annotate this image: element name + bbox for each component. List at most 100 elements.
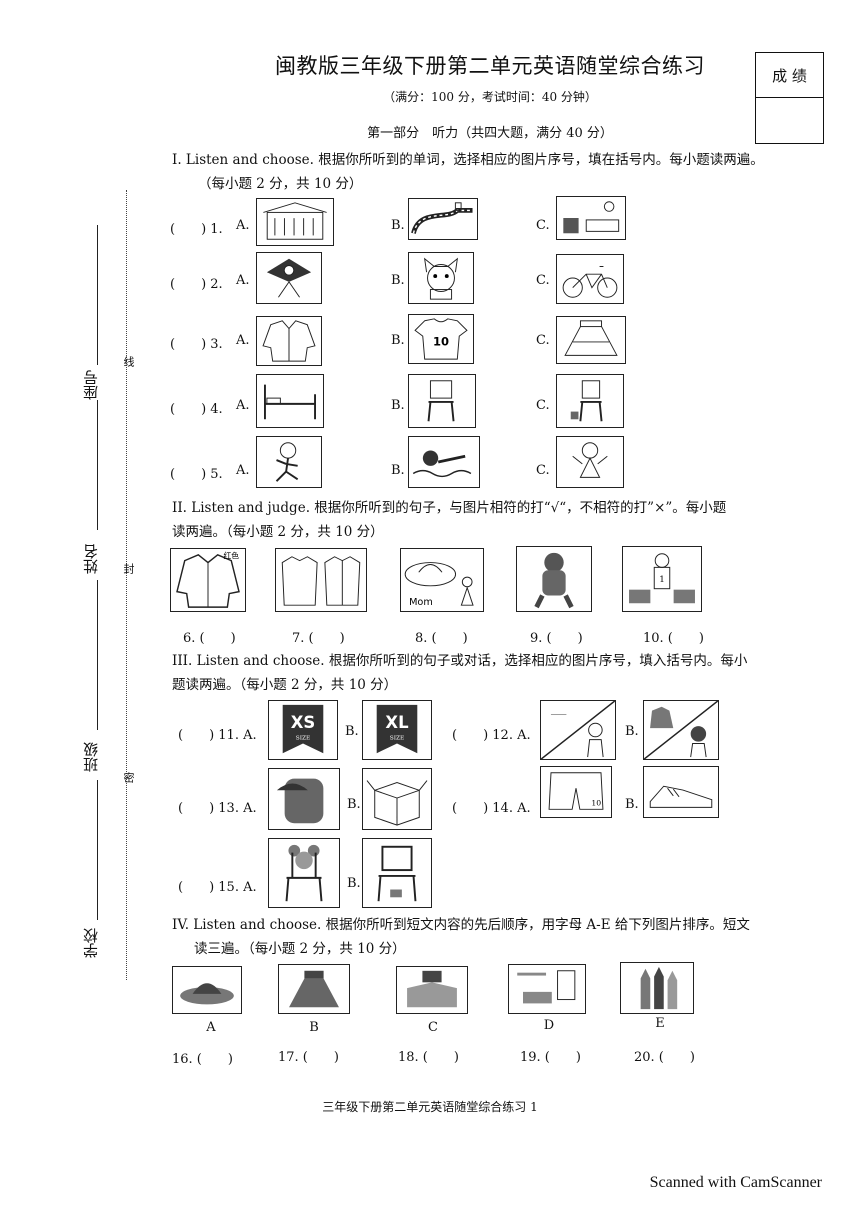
q16-answer[interactable]: 16. ( ) (172, 1052, 233, 1067)
q5-option-c-image[interactable] (556, 436, 624, 488)
class-line (97, 580, 98, 730)
q5-option-a-label: A. (236, 463, 250, 478)
q4-option-a-label: A. (236, 398, 250, 413)
tshirt-icon: 10 (414, 318, 468, 360)
q14-option-b-label: B. (625, 797, 639, 812)
shorts-icon: 10 (548, 772, 604, 810)
q14-shorts-number: 10 (591, 798, 601, 807)
picture-c-image[interactable] (396, 966, 468, 1014)
picture-b-letter: B (309, 1020, 319, 1035)
q10-number: 1 (659, 575, 665, 585)
jacket-icon: 红色 (176, 551, 240, 608)
picture-b-image[interactable] (278, 964, 350, 1014)
q5-option-a-image[interactable] (256, 436, 322, 488)
q14-answer[interactable]: ( ) 14. A. (452, 801, 531, 816)
q11-xs-text: XS (291, 713, 316, 732)
q15-answer[interactable]: ( ) 15. A. (178, 880, 257, 895)
q4-option-a-image[interactable] (256, 374, 324, 428)
q13-option-b-image[interactable] (362, 768, 432, 830)
q2-option-c-image[interactable] (556, 254, 624, 304)
q3-option-a-label: A. (236, 333, 250, 348)
section3-instruction-line2: 题读两遍。（每小题 2 分，共 10 分） (172, 677, 398, 693)
picture-c-letter: C (428, 1020, 438, 1035)
q8-mom-label: Mom (409, 597, 433, 608)
q1-option-b-image[interactable] (408, 198, 478, 240)
q5-answer[interactable]: ( ) 5. (170, 467, 223, 482)
binding-mark-secret: 密 (122, 772, 135, 783)
q3-answer[interactable]: ( ) 3. (170, 337, 223, 352)
q2-option-a-image[interactable] (256, 252, 322, 304)
q7-image[interactable] (275, 548, 367, 612)
q10-answer[interactable]: 10. ( ) (643, 631, 704, 646)
q3-option-a-image[interactable] (256, 316, 322, 366)
q14-option-a-image[interactable]: 10 (540, 766, 612, 818)
q15-option-a-image[interactable] (268, 838, 340, 908)
page-title: 闽教版三年级下册第二单元英语随堂综合练习 (275, 54, 705, 78)
q17-answer[interactable]: 17. ( ) (278, 1050, 339, 1065)
q7-answer[interactable]: 7. ( ) (292, 631, 345, 646)
tshirt-number: 10 (433, 335, 449, 349)
q8-image[interactable]: Mom (400, 548, 484, 612)
q18-answer[interactable]: 18. ( ) (398, 1050, 459, 1065)
backpack-cap-icon (276, 778, 324, 824)
q1-answer[interactable]: ( ) 1. (170, 222, 223, 237)
chair-icon (377, 845, 417, 902)
score-box[interactable]: 成 绩 (755, 52, 824, 144)
q1-option-a-label: A. (236, 218, 250, 233)
q20-answer[interactable]: 20. ( ) (634, 1050, 695, 1065)
q15-option-b-label: B. (347, 876, 361, 891)
running-boy-icon (275, 442, 299, 482)
section4-instruction: IV. Listen and choose. 根据你所听到短文内容的先后顺序，用… (172, 913, 822, 961)
q11-option-b-label: B. (345, 724, 359, 739)
kite-icon (266, 258, 312, 298)
bedroom-icon (517, 970, 576, 1004)
picture-a-letter: A (206, 1020, 216, 1035)
q4-option-b-image[interactable] (408, 374, 476, 428)
q6-answer[interactable]: 6. ( ) (183, 631, 236, 646)
q10-image[interactable]: 1 (622, 546, 702, 612)
picture-e-image[interactable] (620, 962, 694, 1014)
sweaters-icon (281, 556, 361, 606)
q2-option-b-image[interactable] (408, 252, 474, 304)
q3-option-b-image[interactable]: 10 (408, 314, 474, 364)
q12-answer[interactable]: ( ) 12. A. (452, 728, 531, 743)
name-label: 姓名 (82, 544, 100, 574)
skirt-icon (564, 320, 618, 356)
page-subtitle: （满分：100 分，考试时间：40 分钟） (383, 90, 597, 104)
q13-answer[interactable]: ( ) 13. A. (178, 801, 257, 816)
q3-option-c-image[interactable] (556, 316, 626, 364)
q14-option-b-image[interactable] (643, 766, 719, 818)
q9-answer[interactable]: 9. ( ) (530, 631, 583, 646)
q2-option-a-label: A. (236, 273, 250, 288)
q5-option-b-image[interactable] (408, 436, 480, 488)
section4-instruction-line2: 读三遍。（每小题 2 分，共 10 分） (194, 941, 406, 957)
q6-image[interactable]: 红色 (170, 548, 246, 612)
jacket-icon (262, 320, 316, 362)
q8-answer[interactable]: 8. ( ) (415, 631, 468, 646)
q4-answer[interactable]: ( ) 4. (170, 402, 223, 417)
q15-option-b-image[interactable] (362, 838, 432, 908)
pencils-icon (640, 966, 678, 1010)
q11-answer[interactable]: ( ) 11. A. (178, 728, 257, 743)
picture-a-image[interactable] (172, 966, 242, 1014)
q1-option-c-image[interactable] (556, 196, 626, 240)
q19-answer[interactable]: 19. ( ) (520, 1050, 581, 1065)
picture-d-image[interactable] (508, 964, 586, 1014)
part-heading: 第一部分 听力（共四大题，满分 40 分） (367, 126, 613, 141)
q4-option-c-image[interactable] (556, 374, 624, 428)
box-icon (366, 780, 428, 826)
q9-image[interactable] (516, 546, 592, 612)
q12-option-a-image[interactable] (540, 700, 616, 760)
q4-option-c-label: C. (536, 398, 550, 413)
q1-option-a-image[interactable] (256, 198, 334, 246)
q2-answer[interactable]: ( ) 2. (170, 277, 223, 292)
road-icon (411, 202, 473, 235)
q12-option-b-image[interactable] (643, 700, 719, 760)
q13-option-a-image[interactable] (268, 768, 340, 830)
q12-option-b-label: B. (625, 724, 639, 739)
q11-xl-text: XL (385, 713, 409, 732)
